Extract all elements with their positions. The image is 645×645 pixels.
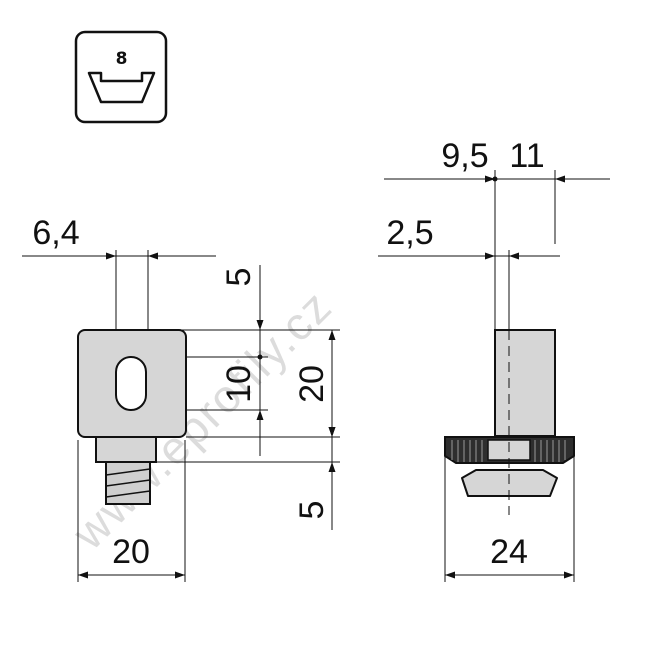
dim-right-label: 11 — [509, 137, 544, 175]
knurl-lines — [451, 440, 566, 462]
side-sleeve — [494, 329, 556, 437]
t-slot-profile-icon — [87, 71, 156, 104]
threaded-shank — [105, 461, 151, 505]
dim-width-side-label: 24 — [490, 533, 528, 571]
badge-slot-size: 8 — [116, 49, 128, 69]
dim-bottom-label: 5 — [293, 501, 331, 520]
dim-top-label: 5 — [220, 268, 258, 287]
dim-width-front: 20 — [78, 533, 185, 579]
dim-body-height-label: 20 — [293, 365, 331, 403]
dim-bottom: 5 — [293, 411, 336, 530]
dim-hole-height-label: 10 — [220, 365, 258, 403]
dim-pin-width: 2,5 — [378, 214, 560, 260]
front-collar — [95, 436, 157, 463]
dim-axis-offset: 9,5 11 — [384, 137, 610, 183]
dim-width-side: 24 — [445, 533, 574, 579]
side-view: 9,5 11 2,5 24 — [378, 137, 610, 582]
dim-pin-width-label: 2,5 — [386, 214, 433, 252]
profile-slot-badge: 8 — [74, 30, 168, 124]
dim-hole-width: 6,4 — [22, 214, 216, 260]
dim-hole-vertical: 5 10 — [220, 265, 264, 456]
dim-hole-width-label: 6,4 — [32, 214, 79, 252]
front-view: 6,4 5 10 20 5 2 — [22, 214, 340, 582]
oval-hole — [115, 356, 147, 411]
dim-width-front-label: 20 — [112, 533, 150, 571]
dim-axis-offset-label: 9,5 — [441, 137, 488, 175]
dim-body-height: 20 — [293, 330, 336, 437]
